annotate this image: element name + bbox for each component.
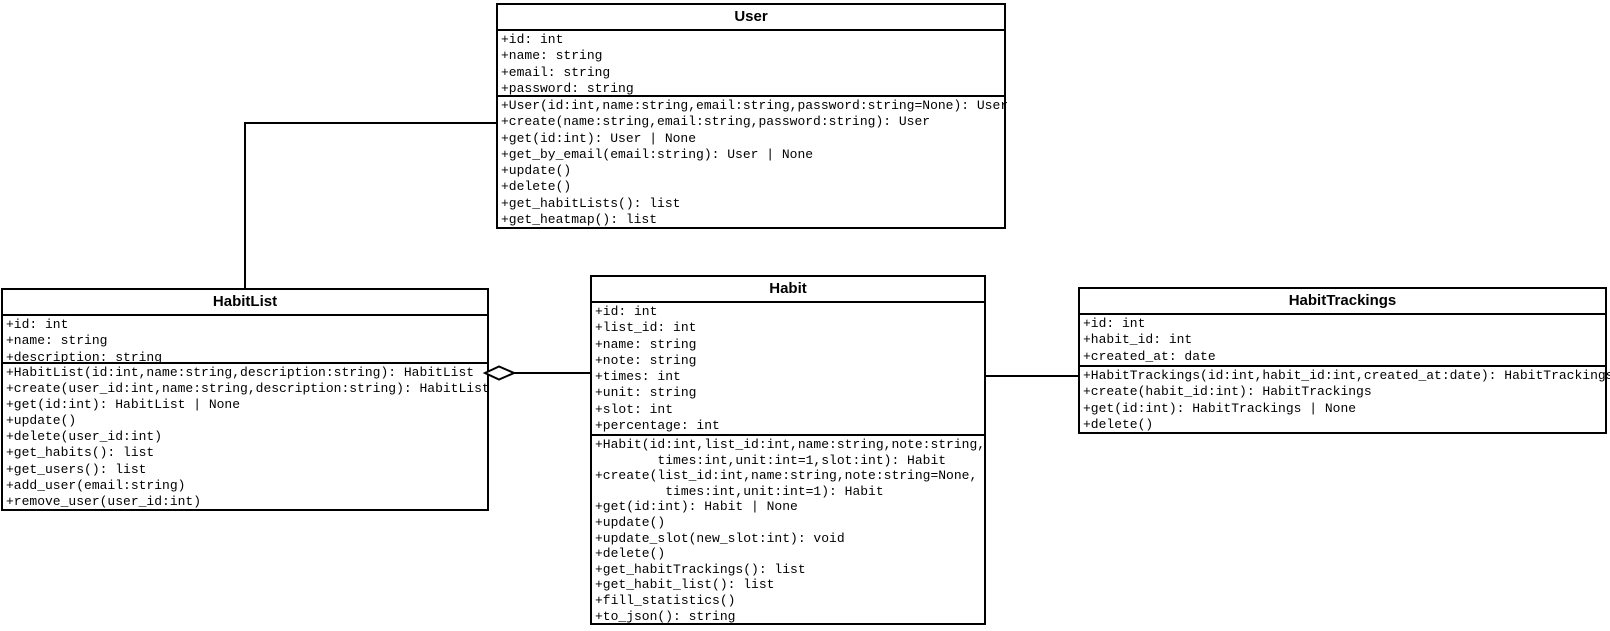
class-title-habitlist: HabitList: [3, 290, 487, 316]
class-methods-habitlist: +HabitList(id:int,name:string,descriptio…: [6, 365, 490, 509]
association-user-habitlist: [244, 122, 498, 289]
class-box-habitlist: HabitList +id: int +name: string +descri…: [1, 288, 490, 511]
aggregation-diamond-icon: [482, 365, 517, 381]
class-title-habittrackings: HabitTrackings: [1080, 289, 1605, 315]
class-attributes-user: +id: int +name: string +email: string +p…: [498, 31, 1004, 97]
class-methods-user: +User(id:int,name:string,email:string,pa…: [501, 98, 1009, 228]
class-title-user: User: [498, 5, 1004, 31]
class-attributes-habitlist: +id: int +name: string +description: str…: [3, 316, 487, 365]
class-title-habit: Habit: [592, 277, 984, 303]
class-box-habit: Habit +id: int +list_id: int +name: stri…: [590, 275, 986, 625]
class-attributes-habit: +id: int +list_id: int +name: string +no…: [592, 303, 984, 436]
class-box-user: User +id: int +name: string +email: stri…: [496, 3, 1009, 229]
class-box-habittrackings: HabitTrackings +id: int +habit_id: int +…: [1078, 287, 1610, 434]
class-methods-habittrackings: +HabitTrackings(id:int,habit_id:int,crea…: [1083, 368, 1610, 432]
class-methods-habit: +Habit(id:int,list_id:int,name:string,no…: [595, 437, 986, 624]
class-attributes-habittrackings: +id: int +habit_id: int +created_at: dat…: [1080, 315, 1605, 367]
